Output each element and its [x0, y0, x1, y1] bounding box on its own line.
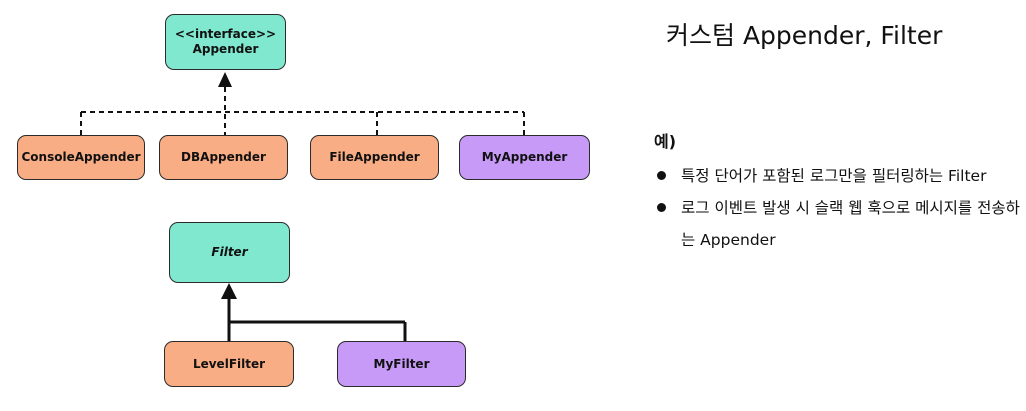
appender-arrowhead	[218, 72, 232, 87]
slide-title: 커스텀 Appender, Filter	[666, 21, 943, 50]
bullet-dot-icon	[657, 203, 666, 212]
filter-arrowhead	[221, 283, 237, 299]
my-appender-label: MyAppender	[481, 150, 568, 164]
bullet-list: 특정 단어가 포함된 로그만을 필터링하는 Filter 로그 이벤트 발생 시…	[654, 160, 1022, 256]
my-filter-box: MyFilter	[337, 341, 466, 387]
bullet-item: 로그 이벤트 발생 시 슬랙 웹 훅으로 메시지를 전송하는 Appender	[654, 192, 1022, 256]
example-label: 예)	[654, 132, 677, 151]
db-appender-label: DBAppender	[181, 150, 266, 164]
bullet-item: 특정 단어가 포함된 로그만을 필터링하는 Filter	[654, 160, 1022, 192]
db-appender-box: DBAppender	[159, 135, 288, 180]
filter-inheritance-lines	[227, 297, 407, 341]
interface-stereotype: <<interface>>	[174, 27, 277, 41]
bullet-text: 로그 이벤트 발생 시 슬랙 웹 훅으로 메시지를 전송하는 Appender	[681, 199, 1020, 249]
my-filter-label: MyFilter	[373, 356, 430, 371]
file-appender-box: FileAppender	[310, 135, 439, 180]
file-appender-label: FileAppender	[329, 150, 420, 164]
filter-box: Filter	[169, 222, 290, 283]
filter-label: Filter	[211, 245, 248, 259]
console-appender-box: ConsoleAppender	[17, 135, 145, 180]
bullet-dot-icon	[657, 171, 666, 180]
appender-name: Appender	[192, 42, 259, 56]
bullet-text: 특정 단어가 포함된 로그만을 필터링하는 Filter	[681, 167, 987, 185]
appender-interface-box: <<interface>> Appender	[165, 14, 286, 70]
console-appender-label: ConsoleAppender	[21, 150, 141, 164]
appender-realization-lines	[80, 87, 525, 135]
level-filter-label: LevelFilter	[192, 356, 266, 371]
level-filter-box: LevelFilter	[164, 341, 294, 387]
my-appender-box: MyAppender	[459, 135, 590, 180]
